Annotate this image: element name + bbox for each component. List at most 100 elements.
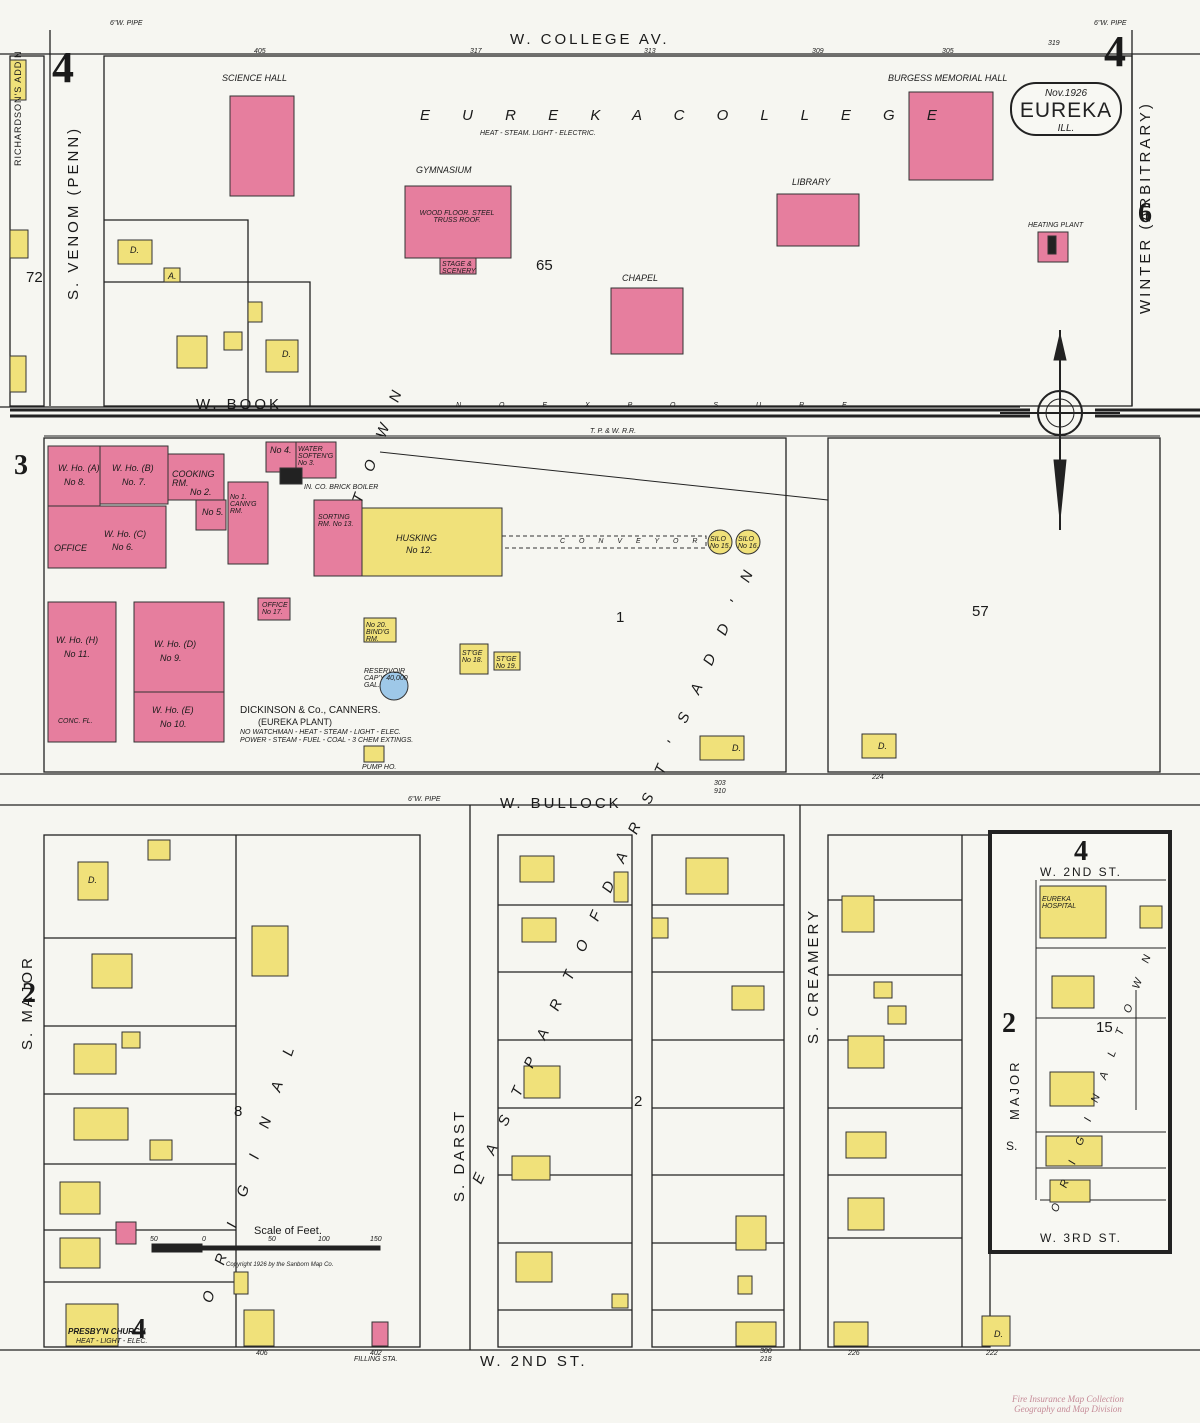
- street-bullock: W. BULLOCK: [500, 795, 622, 812]
- house-number: 224: [872, 774, 884, 781]
- scale-tick-8: 100: [318, 1236, 330, 1243]
- college-note: HEAT - STEAM. LIGHT - ELECTRIC.: [480, 130, 596, 137]
- scale-tick-6: 0: [202, 1236, 206, 1243]
- street-2nd-bottom: W. 2ND ST.: [480, 1353, 588, 1370]
- binding-label: No 20. BIND'G RM.: [366, 622, 390, 643]
- b8-auto: [147, 839, 171, 861]
- house-number: 317: [470, 48, 482, 55]
- street-venom: S. VENOM (PENN): [65, 125, 82, 300]
- no8-label: No 8.: [64, 477, 86, 487]
- wh-b: [99, 445, 169, 505]
- pipe-label-bullock: 6"W. PIPE: [408, 796, 441, 803]
- eureka-college-label: E U R E K A C O L L E G E: [420, 107, 951, 124]
- no4: [265, 441, 297, 473]
- no6-label: No 6.: [112, 542, 134, 552]
- filling-station-label: FILLING STA.: [354, 1356, 398, 1363]
- storage-19: [493, 651, 521, 671]
- house-number: 305: [942, 48, 954, 55]
- heating-stack: [1047, 235, 1057, 255]
- dwelling-marker: D.: [732, 743, 741, 753]
- sheet-date: Nov.1926: [1044, 88, 1088, 99]
- creamery-dwelling: [847, 1035, 885, 1069]
- creamery-auto: [873, 981, 893, 999]
- house-number: 313: [644, 48, 656, 55]
- dwelling-marker: D.: [994, 1329, 1003, 1339]
- dwelling-marker: D.: [878, 741, 887, 751]
- gymnasium-label: GYMNASIUM: [416, 165, 472, 175]
- town-dwelling: [699, 735, 745, 761]
- b8-dwelling: [59, 1237, 101, 1269]
- wh-d-label: W. Ho. (D): [154, 639, 197, 649]
- darst-dwelling: [511, 1155, 551, 1181]
- b8-dwelling: [59, 1181, 101, 1215]
- copyright: Copyright 1926 by the Sanborn Map Co.: [226, 1262, 334, 1268]
- creamery-auto: [887, 1005, 907, 1025]
- darst-auto: [613, 871, 629, 903]
- house-number: 218: [760, 1356, 772, 1363]
- sorting-room: [313, 499, 363, 577]
- husking-label: HUSKING: [396, 533, 438, 543]
- library-label: LIBRARY: [792, 177, 831, 187]
- plant-title: DICKINSON & Co., CANNERS.: [240, 705, 381, 716]
- creamery-dwelling: [981, 1315, 1011, 1347]
- hospital-label: EUREKA HOSPITAL: [1042, 896, 1077, 910]
- house-number: 309: [812, 48, 824, 55]
- sheet-number-right: 4: [1104, 27, 1126, 76]
- gym-stage: [439, 257, 477, 275]
- inset-street-s: S.: [1006, 1139, 1018, 1153]
- cooking-label: COOKING RM.: [172, 469, 215, 488]
- science-hall: [229, 95, 295, 197]
- presby-church-label: PRESBY'N CHURCH: [68, 1327, 146, 1336]
- street-creamery: S. CREAMERY: [805, 907, 822, 1044]
- water-softener: [295, 441, 337, 479]
- b8-auto-brick: [115, 1221, 137, 1245]
- b8-auto: [149, 1139, 173, 1161]
- inset-dwelling: [1045, 1135, 1103, 1167]
- heating-plant-label: HEATING PLANT: [1028, 222, 1084, 229]
- state-name: ILL.: [1057, 123, 1075, 134]
- pipe-label-winter: 6"W. PIPE: [1094, 20, 1127, 27]
- cooking-room: [167, 453, 225, 501]
- office-label: OFFICE: [54, 543, 87, 553]
- reservoir: [379, 671, 409, 701]
- conveyor-label: C O N V E Y O R: [560, 538, 704, 545]
- chapel: [610, 287, 684, 355]
- b8-dwelling: [91, 953, 133, 989]
- block-8-lots: [44, 835, 237, 1347]
- no12-label: No 12.: [406, 545, 433, 555]
- wh-a: [47, 445, 101, 507]
- ref-sheet-3: 3: [14, 450, 28, 481]
- darst-dwelling: [523, 1065, 561, 1099]
- binding-room: [363, 617, 397, 643]
- b8-dwelling: [243, 1309, 275, 1347]
- wh-d: [133, 601, 225, 693]
- block-65: 65: [536, 257, 553, 274]
- darst-dwelling: [519, 855, 555, 883]
- no2-label: No 2.: [190, 487, 212, 497]
- richardsons-addn: RICHARDSON'S ADD'N: [13, 50, 23, 166]
- b8-auto: [121, 1031, 141, 1049]
- boiler-stack: [279, 467, 303, 485]
- house-number: 405: [254, 48, 266, 55]
- house-number: 303: [714, 780, 726, 787]
- creamery-dwelling: [833, 1321, 869, 1347]
- ref-sheet-2: 2: [22, 978, 36, 1009]
- ref-sheet-6: 6: [1138, 198, 1152, 229]
- burgess-label: BURGESS MEMORIAL HALL: [888, 73, 1008, 83]
- house-number: 319: [1048, 40, 1060, 47]
- no9-label: No 9.: [160, 653, 182, 663]
- block-8: 8: [234, 1103, 243, 1120]
- campus-auto: [163, 267, 181, 283]
- darst-west-lots: [498, 904, 632, 1311]
- no-exposure: N O E X P O S U R E: [456, 402, 865, 409]
- darst-e-dwelling: [685, 857, 729, 895]
- scale-tick-1: 50: [150, 1236, 158, 1243]
- dwelling-marker: D.: [282, 349, 291, 359]
- scale-bar: [151, 1243, 381, 1253]
- campus-dwelling: [117, 239, 153, 265]
- wh-e: [133, 691, 225, 743]
- street-darst: S. DARST: [451, 1108, 468, 1202]
- inset-street-3rd: W. 3RD ST.: [1040, 1231, 1123, 1245]
- concrete-floor-label: CONC. FL.: [58, 718, 93, 725]
